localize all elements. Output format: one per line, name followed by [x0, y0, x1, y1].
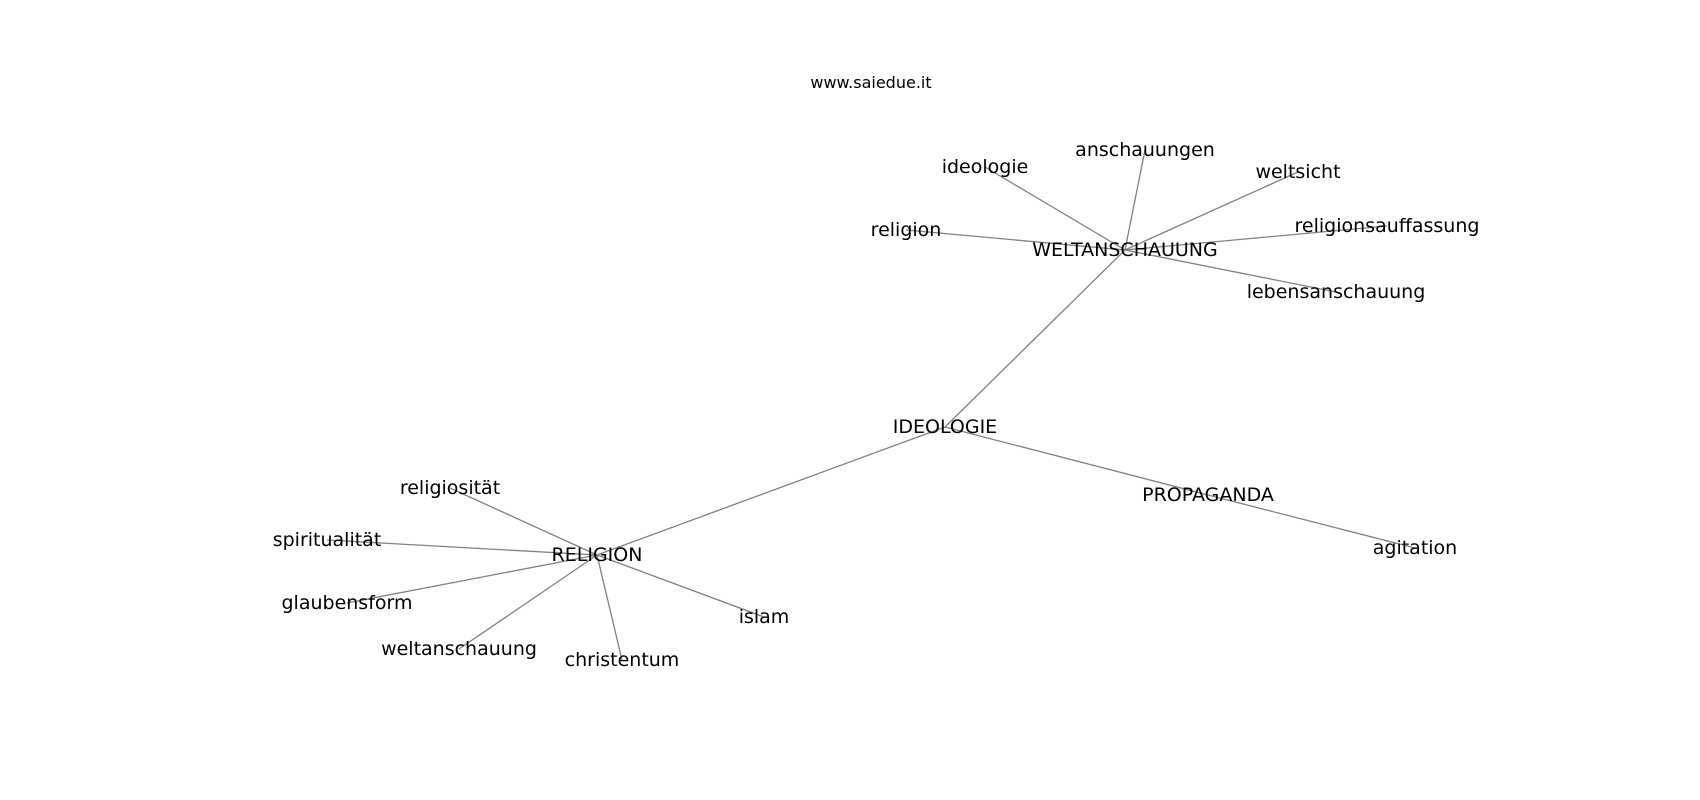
edge-weltanschauung_hub-ideologie [984, 166, 1126, 251]
node-label-religionsauffassung: religionsauffassung [1295, 215, 1480, 237]
node-label-religion: religion [871, 219, 942, 241]
edges-group [326, 149, 1416, 661]
edge-religion_hub-glaubensform [346, 554, 598, 604]
edge-weltanschauung_hub-lebensanschauung [1124, 249, 1337, 293]
node-label-spiritualitaet: spiritualität [273, 529, 382, 551]
node-label-ideologie: ideologie [942, 156, 1029, 178]
node-label-weltsicht: weltsicht [1255, 161, 1340, 183]
node-label-religion-hub: RELIGION [552, 544, 643, 566]
node-label-propaganda-hub: PROPAGANDA [1142, 484, 1274, 506]
edge-religion_hub-islam [596, 554, 765, 618]
edge-religion_hub-christentum [596, 554, 623, 661]
node-label-lebensanschauung: lebensanschauung [1247, 281, 1426, 303]
node-label-weltanschauung-hub: WELTANSCHAUUNG [1032, 239, 1217, 261]
edge-ideologie_hub-religion_hub [596, 426, 946, 556]
node-label-glaubensform: glaubensform [281, 592, 412, 614]
watermark-text: www.saiedue.it [810, 73, 931, 92]
edge-religion_hub-weltanschauung [458, 554, 598, 650]
edge-religion_hub-religiositaet [449, 487, 598, 556]
edge-ideologie_hub-propaganda_hub [944, 426, 1209, 496]
nodes-group: IDEOLOGIE WELTANSCHAUUNG RELIGION PROPAGAND… [273, 139, 1480, 671]
edge-weltanschauung_hub-anschauungen [1124, 149, 1146, 251]
edge-weltanschauung_hub-religion [905, 229, 1126, 251]
edge-religion_hub-spiritualitaet [326, 539, 598, 556]
node-label-anschauungen: anschauungen [1075, 139, 1215, 161]
node-label-ideologie-hub: IDEOLOGIE [893, 416, 997, 438]
edge-weltanschauung_hub-religionsauffassung [1124, 225, 1388, 251]
node-label-agitation: agitation [1373, 537, 1457, 559]
node-label-religiositaet: religiosität [400, 477, 500, 499]
edge-propaganda_hub-agitation [1207, 494, 1416, 549]
edge-weltanschauung_hub-weltsicht [1124, 171, 1299, 251]
node-label-christentum: christentum [565, 649, 680, 671]
node-label-islam: islam [739, 606, 790, 628]
edge-ideologie_hub-weltanschauung_hub [944, 249, 1126, 428]
node-label-weltanschauung: weltanschauung [381, 638, 537, 660]
